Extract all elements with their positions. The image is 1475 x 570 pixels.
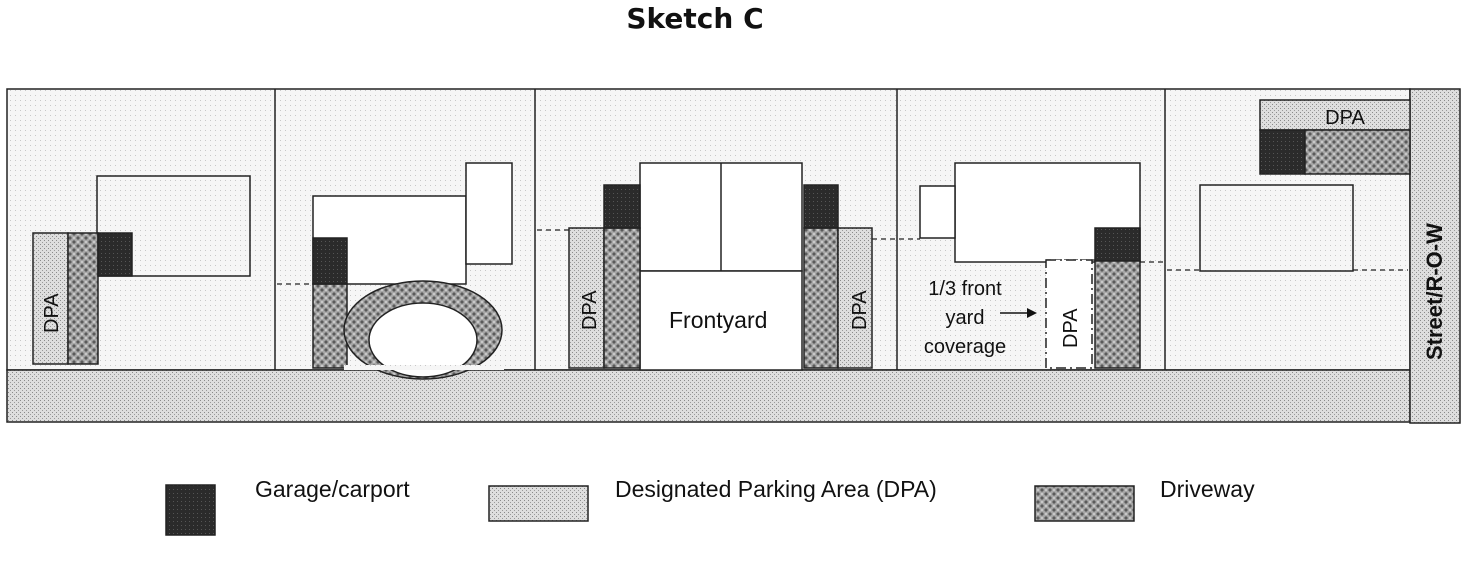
driveway (312, 283, 348, 369)
garage (1259, 129, 1306, 175)
dpa-label: DPA (41, 293, 63, 333)
street-strip-right (1409, 88, 1461, 424)
legend-label-garage: Garage/carport (255, 476, 410, 502)
street-label: Street/R-O-W (1422, 223, 1447, 360)
lot-3: DPA Frontyard DPA (537, 162, 895, 371)
lot-5: DPA (1167, 99, 1411, 272)
garage (312, 237, 348, 285)
driveway-left (603, 227, 641, 369)
diagram-title: Sketch C (626, 2, 764, 35)
legend-label-driveway: Driveway (1160, 476, 1255, 502)
garage-left (603, 184, 641, 229)
circular-driveway-center (368, 302, 478, 378)
dpa-area-right (837, 227, 873, 369)
driveway (67, 232, 99, 365)
coverage-label-line2: yard (946, 307, 985, 329)
dpa-area-left (568, 227, 605, 369)
dpa-label-right: DPA (849, 290, 871, 330)
lot-2 (277, 162, 513, 380)
coverage-label-line1: 1/3 front (928, 278, 1002, 300)
dpa-label: DPA (1060, 308, 1082, 348)
legend-swatch-driveway (1034, 485, 1135, 522)
legend-swatch-dpa (488, 485, 589, 522)
coverage-label-line3: coverage (924, 336, 1006, 358)
lot-4: DPA 1/3 front yard coverage (899, 162, 1163, 369)
house-wing (465, 162, 513, 265)
legend (165, 484, 1135, 536)
driveway-right (803, 227, 839, 369)
dpa-label: DPA (1325, 107, 1365, 129)
garage (97, 232, 133, 277)
garage-right (803, 184, 839, 229)
driveway (1304, 129, 1411, 175)
dpa-area (1259, 99, 1411, 131)
garage (1094, 227, 1141, 262)
frontyard-area (639, 270, 803, 371)
house (1199, 184, 1354, 272)
dpa-dashed-area (1045, 259, 1093, 369)
dpa-label-left: DPA (579, 290, 601, 330)
legend-swatch-garage (165, 484, 216, 536)
driveway (1094, 260, 1141, 369)
arrow-head (1027, 308, 1037, 318)
frontyard-label: Frontyard (669, 307, 767, 333)
street-strip-bottom (6, 369, 1411, 423)
lot-1: DPA (32, 175, 251, 365)
house-wing (919, 185, 956, 239)
dpa-area (32, 232, 69, 365)
legend-label-dpa: Designated Parking Area (DPA) (615, 476, 937, 502)
